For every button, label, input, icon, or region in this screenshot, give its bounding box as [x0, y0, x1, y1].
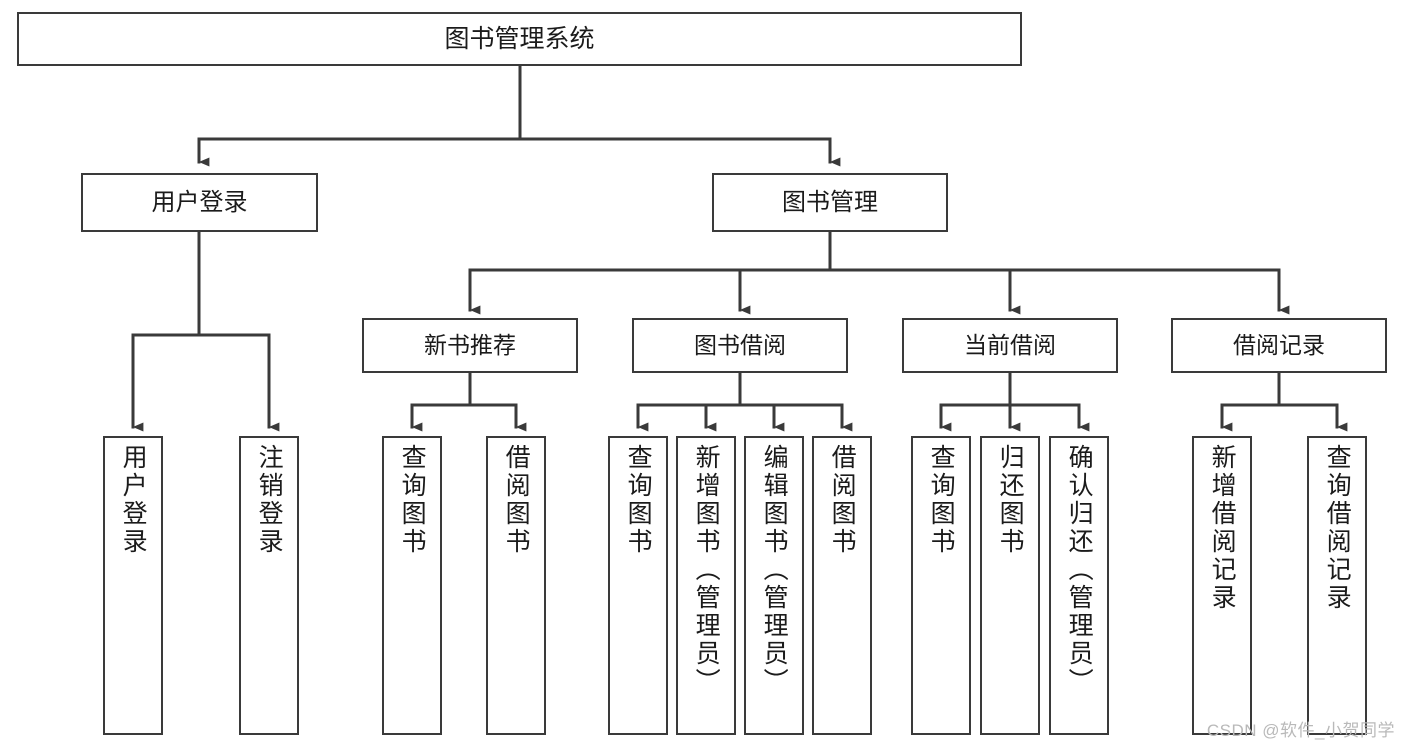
node-label: 用户登录	[151, 188, 248, 216]
node-label: 新书推荐	[424, 332, 516, 358]
node-new-book-recommend[interactable]: 新书推荐	[362, 318, 578, 373]
node-label: 当前借阅	[964, 332, 1056, 358]
leaf-records-add-borrow-record[interactable]: 新增借阅记录	[1192, 436, 1252, 735]
node-label: 图书管理	[782, 188, 878, 216]
node-label: 图书借阅	[694, 332, 786, 358]
node-label: 图书管理系统	[444, 24, 595, 53]
node-label: 确认归还（管理员）	[1065, 444, 1094, 696]
leaf-book-borrow-add-book-admin[interactable]: 新增图书（管理员）	[676, 436, 736, 735]
node-label: 编辑图书（管理员）	[760, 444, 789, 696]
leaf-book-borrow-borrow-books[interactable]: 借阅图书	[812, 436, 872, 735]
node-label: 归还图书	[996, 444, 1025, 556]
node-label: 新增图书（管理员）	[692, 444, 721, 696]
leaf-book-borrow-edit-book-admin[interactable]: 编辑图书（管理员）	[744, 436, 804, 735]
node-label: 查询图书	[398, 444, 427, 556]
node-label: 查询图书	[927, 444, 956, 556]
node-label: 查询借阅记录	[1323, 444, 1352, 612]
node-label: 注销登录	[255, 444, 284, 556]
node-label: 新增借阅记录	[1208, 444, 1237, 612]
watermark-text: CSDN @软件_小贺同学	[1206, 721, 1395, 740]
leaf-new-book-borrow-books[interactable]: 借阅图书	[486, 436, 546, 735]
node-label: 借阅图书	[828, 444, 857, 556]
node-label: 查询图书	[624, 444, 653, 556]
node-label: 借阅记录	[1233, 332, 1325, 358]
node-borrow-records[interactable]: 借阅记录	[1171, 318, 1387, 373]
leaf-user-login-login[interactable]: 用户登录	[103, 436, 163, 735]
node-book-borrow[interactable]: 图书借阅	[632, 318, 848, 373]
leaf-current-borrow-return-books[interactable]: 归还图书	[980, 436, 1040, 735]
leaf-records-query-borrow-record[interactable]: 查询借阅记录	[1307, 436, 1367, 735]
leaf-current-borrow-confirm-return-admin[interactable]: 确认归还（管理员）	[1049, 436, 1109, 735]
leaf-new-book-query-books[interactable]: 查询图书	[382, 436, 442, 735]
leaf-user-login-logout[interactable]: 注销登录	[239, 436, 299, 735]
node-book-management[interactable]: 图书管理	[712, 173, 948, 232]
node-label: 借阅图书	[502, 444, 531, 556]
node-user-login[interactable]: 用户登录	[81, 173, 318, 232]
leaf-current-borrow-query-books[interactable]: 查询图书	[911, 436, 971, 735]
leaf-book-borrow-query-books[interactable]: 查询图书	[608, 436, 668, 735]
node-current-borrow[interactable]: 当前借阅	[902, 318, 1118, 373]
node-label: 用户登录	[119, 444, 148, 556]
node-root-book-management-system[interactable]: 图书管理系统	[17, 12, 1022, 66]
